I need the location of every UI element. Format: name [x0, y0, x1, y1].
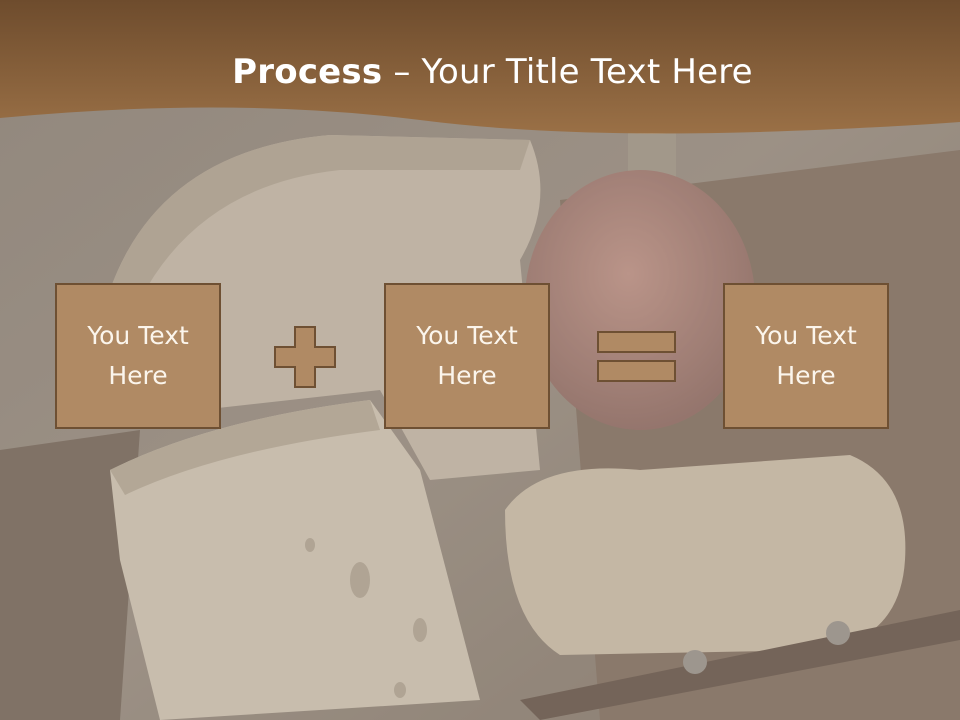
title-bold: Process — [232, 52, 383, 92]
title-separator: – — [382, 52, 422, 92]
equals-icon — [597, 331, 676, 382]
title-rest: Your Title Text Here — [421, 52, 753, 92]
header-band — [0, 0, 960, 134]
process-box-2-text: You Text Here — [416, 321, 518, 390]
process-box-1-text: You Text Here — [87, 321, 189, 390]
slide-title: Process – Your Title Text Here — [0, 52, 960, 92]
process-box-3-text: You Text Here — [755, 321, 857, 390]
process-box-2[interactable]: You Text Here — [384, 283, 550, 429]
plus-icon — [274, 326, 336, 388]
process-box-3[interactable]: You Text Here — [723, 283, 889, 429]
process-box-1[interactable]: You Text Here — [55, 283, 221, 429]
